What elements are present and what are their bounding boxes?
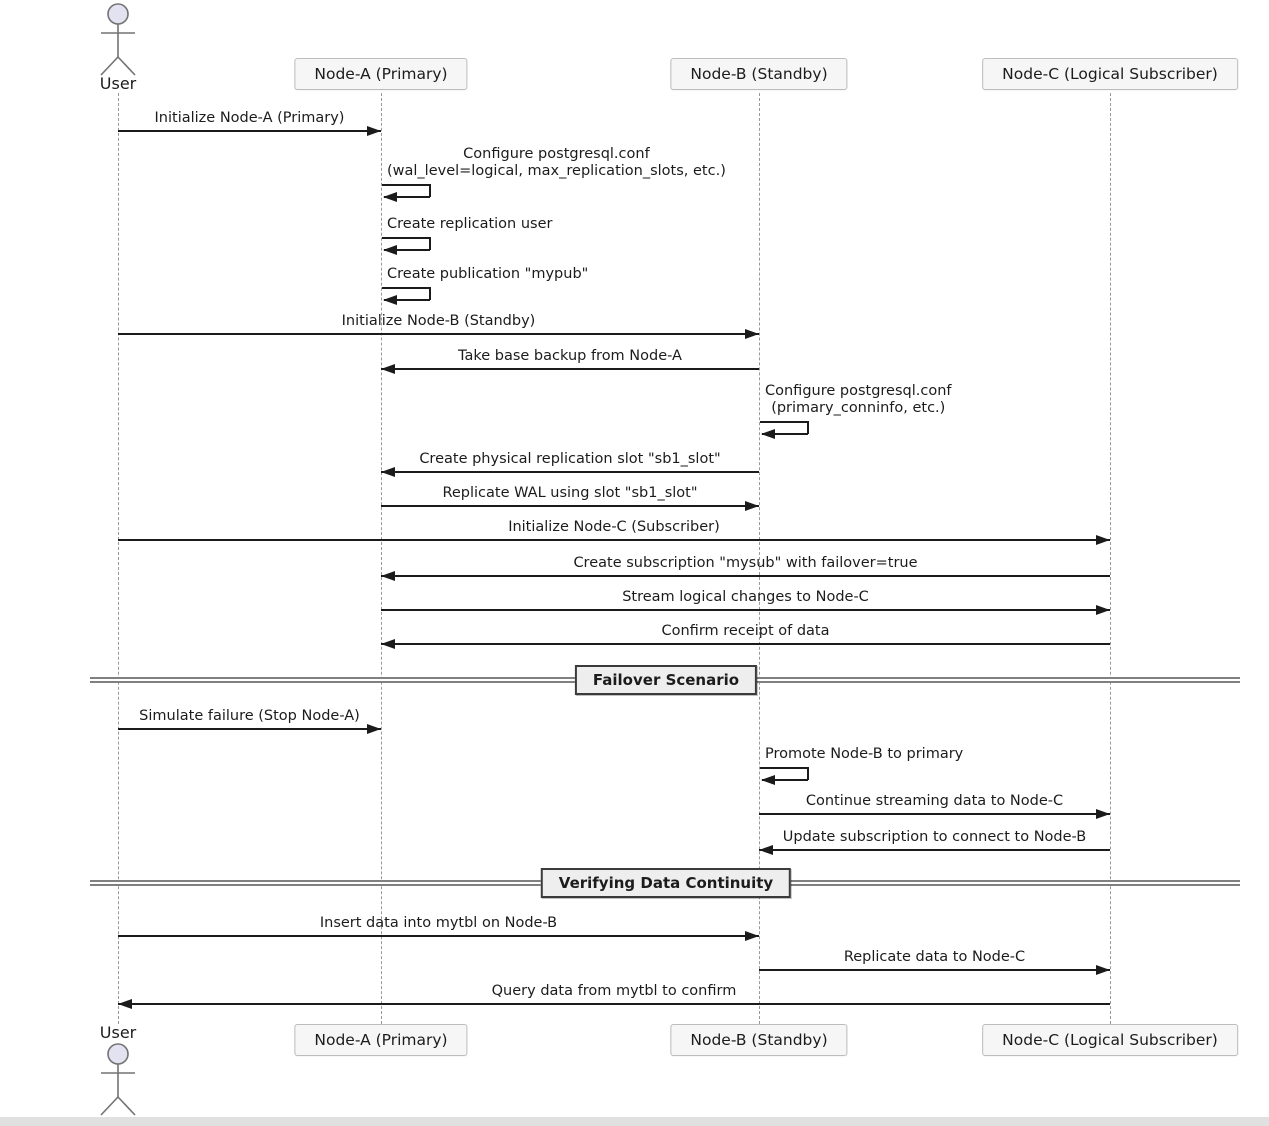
message-18-label: Update subscription to connect to Node-B xyxy=(782,829,1087,845)
message-13-line xyxy=(381,643,1110,645)
message-15-arrowhead xyxy=(367,724,381,734)
participant-box-nodeA-top: Node-A (Primary) xyxy=(294,58,468,90)
message-11-line xyxy=(381,575,1110,577)
message-4-arrowhead xyxy=(383,295,397,305)
message-3-loop-right xyxy=(429,237,431,250)
message-5-line xyxy=(118,333,759,335)
message-16-loop-right xyxy=(807,767,809,780)
message-9-arrowhead xyxy=(745,501,759,511)
message-1-line xyxy=(118,130,381,132)
message-18-arrowhead xyxy=(759,845,773,855)
message-10-label: Initialize Node-C (Subscriber) xyxy=(508,519,720,535)
message-13-label: Confirm receipt of data xyxy=(661,623,830,639)
message-1-arrowhead xyxy=(367,126,381,136)
message-3-label: Create replication user xyxy=(387,216,553,232)
lifeline-nodeA xyxy=(381,93,382,1024)
message-9-label: Replicate WAL using slot "sb1_slot" xyxy=(442,485,698,501)
message-16-loop-bottom xyxy=(762,779,808,781)
message-21-line xyxy=(759,969,1110,971)
user-actor-icon-top xyxy=(96,2,140,76)
message-8-label: Create physical replication slot "sb1_sl… xyxy=(419,451,721,467)
message-17-line xyxy=(759,813,1110,815)
message-17-label: Continue streaming data to Node-C xyxy=(805,793,1064,809)
message-8-line xyxy=(381,471,759,473)
message-12-label: Stream logical changes to Node-C xyxy=(622,589,869,605)
message-5-arrowhead xyxy=(745,329,759,339)
message-22-arrowhead xyxy=(118,999,132,1009)
message-21-arrowhead xyxy=(1096,965,1110,975)
message-2-loop-bottom xyxy=(384,196,430,198)
participant-box-nodeC-bottom: Node-C (Logical Subscriber) xyxy=(982,1024,1238,1056)
participant-box-nodeA-bottom: Node-A (Primary) xyxy=(294,1024,468,1056)
message-16-arrowhead xyxy=(761,775,775,785)
message-16-label: Promote Node-B to primary xyxy=(765,746,964,762)
message-17-arrowhead xyxy=(1096,809,1110,819)
message-10-arrowhead xyxy=(1096,535,1110,545)
message-7-loop-top xyxy=(760,421,809,423)
message-7-label: Configure postgresql.conf (primary_conni… xyxy=(765,383,952,416)
message-7-arrowhead xyxy=(761,429,775,439)
message-4-loop-right xyxy=(429,287,431,300)
message-3-arrowhead xyxy=(383,245,397,255)
bottom-edge-strip xyxy=(0,1117,1269,1126)
message-22-line xyxy=(118,1003,1110,1005)
message-2-loop-top xyxy=(382,184,431,186)
message-20-label: Insert data into mytbl on Node-B xyxy=(319,915,558,931)
message-11-arrowhead xyxy=(381,571,395,581)
participant-box-nodeB-top: Node-B (Standby) xyxy=(670,58,848,90)
message-4-label: Create publication "mypub" xyxy=(387,266,589,282)
message-2-arrowhead xyxy=(383,192,397,202)
divider-19-box: Verifying Data Continuity xyxy=(540,868,792,898)
message-20-line xyxy=(118,935,759,937)
message-16-loop-top xyxy=(760,767,809,769)
message-15-label: Simulate failure (Stop Node-A) xyxy=(139,708,360,724)
message-13-arrowhead xyxy=(381,639,395,649)
message-6-line xyxy=(381,368,759,370)
message-20-arrowhead xyxy=(745,931,759,941)
message-3-loop-bottom xyxy=(384,249,430,251)
participant-box-nodeC-top: Node-C (Logical Subscriber) xyxy=(982,58,1238,90)
lifeline-nodeC xyxy=(1110,93,1111,1024)
message-12-line xyxy=(381,609,1110,611)
message-18-line xyxy=(759,849,1110,851)
message-6-label: Take base backup from Node-A xyxy=(458,348,682,364)
message-3-loop-top xyxy=(382,237,431,239)
message-21-label: Replicate data to Node-C xyxy=(843,949,1026,965)
message-6-arrowhead xyxy=(381,364,395,374)
message-7-loop-right xyxy=(807,421,809,434)
lifeline-nodeB xyxy=(759,93,760,1024)
message-2-label: Configure postgresql.conf (wal_level=log… xyxy=(387,146,726,179)
user-actor-icon-bottom xyxy=(96,1042,140,1116)
message-11-label: Create subscription "mysub" with failove… xyxy=(573,555,918,571)
message-9-line xyxy=(381,505,759,507)
message-22-label: Query data from mytbl to confirm xyxy=(491,983,737,999)
message-4-loop-bottom xyxy=(384,299,430,301)
actor-label-user-bottom: User xyxy=(99,1023,137,1042)
message-7-loop-bottom xyxy=(762,433,808,435)
divider-14-box: Failover Scenario xyxy=(574,665,758,695)
message-5-label: Initialize Node-B (Standby) xyxy=(341,313,536,329)
message-12-arrowhead xyxy=(1096,605,1110,615)
message-1-label: Initialize Node-A (Primary) xyxy=(154,110,345,126)
actor-label-user-top: User xyxy=(99,74,137,93)
participant-box-nodeB-bottom: Node-B (Standby) xyxy=(670,1024,848,1056)
message-2-loop-right xyxy=(429,184,431,197)
message-8-arrowhead xyxy=(381,467,395,477)
message-10-line xyxy=(118,539,1110,541)
message-4-loop-top xyxy=(382,287,431,289)
lifeline-user xyxy=(118,93,119,1024)
message-15-line xyxy=(118,728,381,730)
